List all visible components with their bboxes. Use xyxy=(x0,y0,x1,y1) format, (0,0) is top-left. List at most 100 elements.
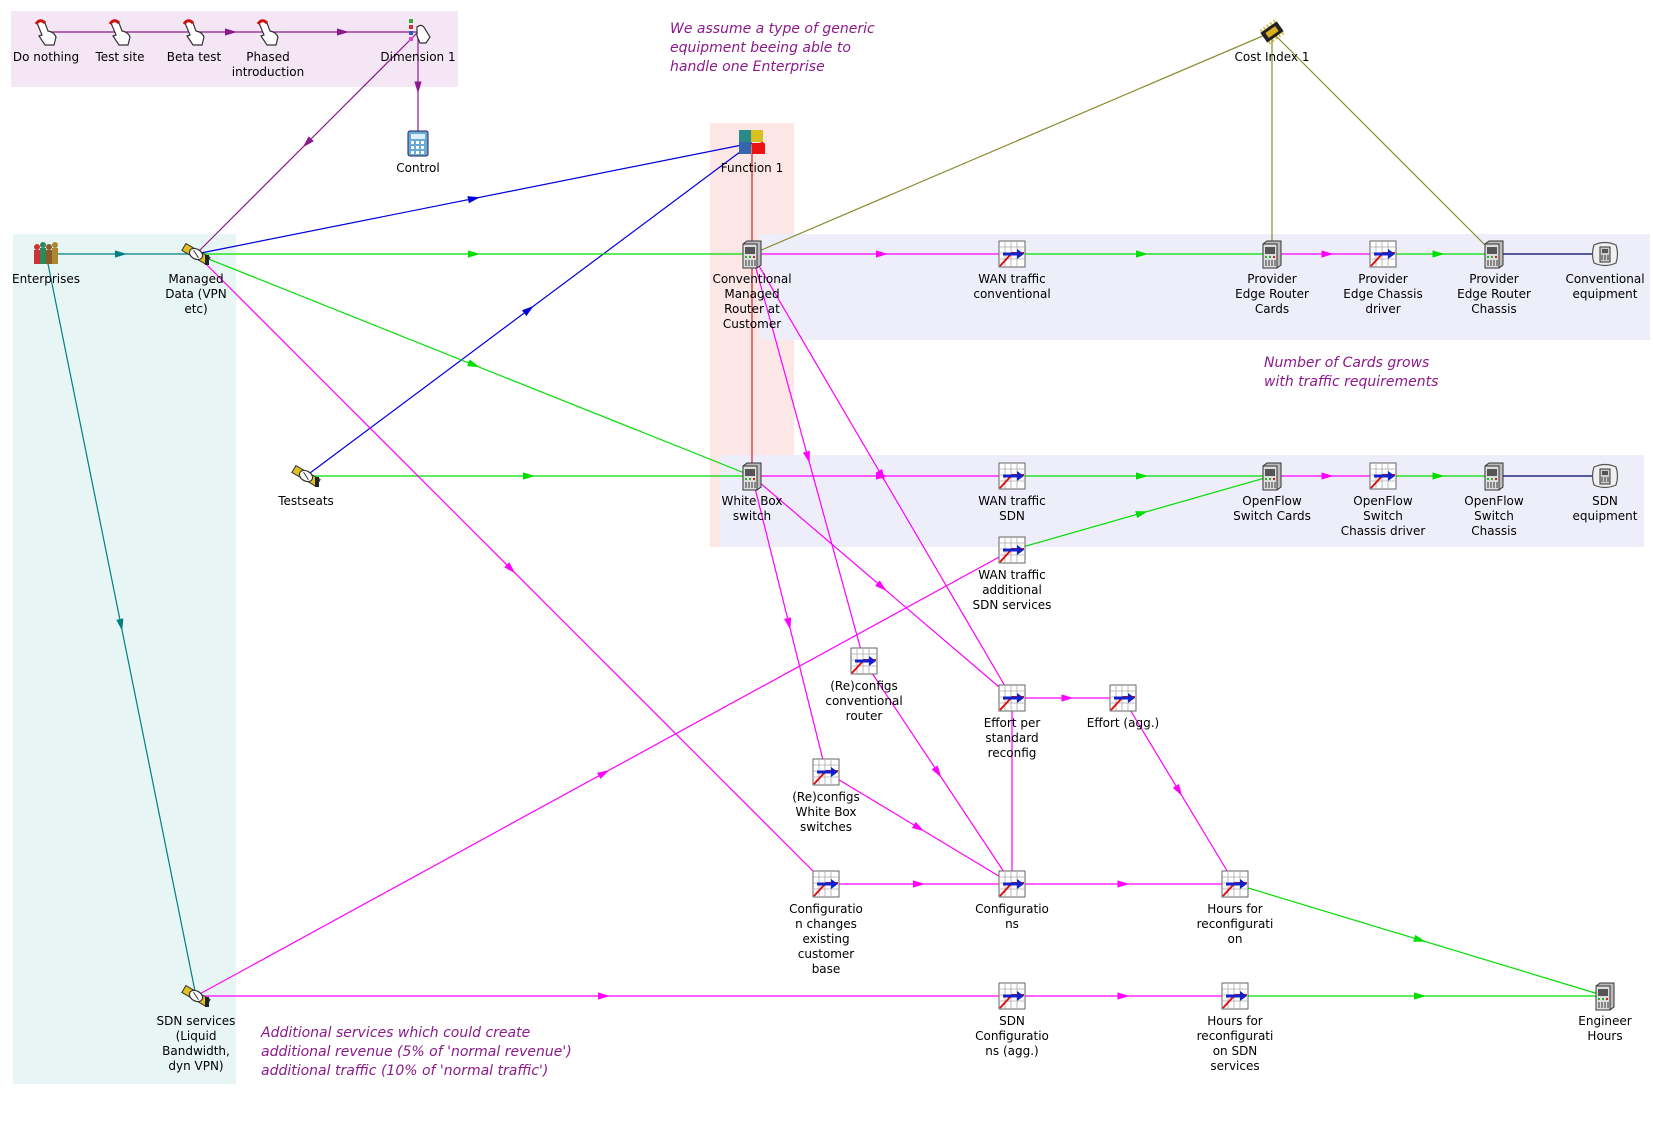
edge-arrowhead xyxy=(802,450,810,464)
node-label: Hours for reconfigurati on SDN services xyxy=(1196,1014,1274,1073)
node-label: WAN traffic SDN xyxy=(978,494,1046,523)
edge-arrowhead xyxy=(1321,250,1334,258)
edge-arrowhead xyxy=(1135,511,1148,519)
node-label: Conventional equipment xyxy=(1565,272,1645,301)
node-testseats[interactable]: Testseats xyxy=(246,461,366,509)
node-label: Provider Edge Chassis driver xyxy=(1343,272,1423,316)
edge-arrowhead xyxy=(1136,472,1148,480)
node-beta-test[interactable]: Beta test xyxy=(134,17,254,65)
node-label: WAN traffic conventional xyxy=(973,272,1051,301)
node-label: Provider Edge Router Chassis xyxy=(1457,272,1531,316)
node-white-box[interactable]: White Box switch xyxy=(692,461,812,524)
node-sdn-services[interactable]: SDN services (Liquid Bandwidth, dyn VPN) xyxy=(136,981,256,1074)
node-reconf-conv[interactable]: (Re)configs conventional router xyxy=(804,646,924,724)
edge-arrowhead xyxy=(468,250,480,258)
edge-cost-index-to-pe-chassis xyxy=(1271,31,1495,255)
node-label: Beta test xyxy=(166,50,222,64)
edge-arrowhead xyxy=(913,880,925,888)
node-of-driver[interactable]: OpenFlow Switch Chassis driver xyxy=(1323,461,1443,539)
note-generic-equipment: We assume a type of generic equipment be… xyxy=(670,21,875,75)
edge-arrowhead xyxy=(522,305,534,316)
chart-arrow-icon xyxy=(952,239,1072,269)
node-sdn-config-agg[interactable]: SDN Configuratio ns (agg.) xyxy=(952,981,1072,1059)
node-label: Hours for reconfigurati on xyxy=(1196,902,1274,946)
node-effort-agg[interactable]: Effort (agg.) xyxy=(1063,683,1183,731)
equipment-rack-icon xyxy=(1545,981,1653,1011)
equipment-rack-icon xyxy=(1434,461,1554,491)
chart-arrow-icon xyxy=(952,981,1072,1011)
chart-arrow-icon xyxy=(1175,869,1295,899)
node-label: Function 1 xyxy=(720,161,784,175)
node-wan-sdn[interactable]: WAN traffic SDN xyxy=(952,461,1072,524)
chart-arrow-icon xyxy=(1175,981,1295,1011)
node-label: Do nothing xyxy=(12,50,80,64)
node-wan-add[interactable]: WAN traffic additional SDN services xyxy=(952,535,1072,613)
node-wan-conv[interactable]: WAN traffic conventional xyxy=(952,239,1072,302)
edge-cost-index-to-conv-router xyxy=(751,31,1273,255)
edge-arrowhead xyxy=(1117,880,1130,888)
edge-arrowhead xyxy=(1172,784,1183,797)
node-do-nothing[interactable]: Do nothing xyxy=(0,17,106,65)
node-hours-sdn[interactable]: Hours for reconfigurati on SDN services xyxy=(1175,981,1295,1074)
handshake-icon xyxy=(136,981,256,1011)
node-of-chassis[interactable]: OpenFlow Switch Chassis xyxy=(1434,461,1554,539)
node-label: OpenFlow Switch Chassis xyxy=(1464,494,1524,538)
handshake-icon xyxy=(246,461,366,491)
pointing-hand-icon xyxy=(60,17,180,47)
node-label: Testseats xyxy=(278,494,334,508)
node-pe-cards[interactable]: Provider Edge Router Cards xyxy=(1212,239,1332,317)
node-reconf-wb[interactable]: (Re)configs White Box switches xyxy=(766,757,886,835)
node-managed-data[interactable]: Managed Data (VPN etc) xyxy=(136,239,256,317)
note-additional-services: Additional services which could create a… xyxy=(261,1025,572,1079)
edge-arrowhead xyxy=(467,196,480,204)
equipment-rack-icon xyxy=(1434,239,1554,269)
node-of-cards[interactable]: OpenFlow Switch Cards xyxy=(1212,461,1332,524)
edge-arrowhead xyxy=(523,472,535,480)
node-label: White Box switch xyxy=(721,494,783,523)
node-test-site[interactable]: Test site xyxy=(60,17,180,65)
node-label: Conventional Managed Router at Customer xyxy=(712,272,792,331)
chip-icon xyxy=(1212,17,1332,47)
edge-arrowhead xyxy=(597,770,610,780)
market-region xyxy=(13,234,236,1084)
node-label: SDN Configuratio ns (agg.) xyxy=(975,1014,1049,1058)
node-function1[interactable]: Function 1 xyxy=(692,128,812,176)
node-enterprises[interactable]: Enterprises xyxy=(0,239,106,287)
chart-arrow-icon xyxy=(952,869,1072,899)
node-configurations[interactable]: Configuratio ns xyxy=(952,869,1072,932)
edge-arrowhead xyxy=(115,250,127,258)
node-label: Engineer Hours xyxy=(1578,1014,1632,1043)
node-label: Provider Edge Router Cards xyxy=(1235,272,1309,316)
node-label: SDN services (Liquid Bandwidth, dyn VPN) xyxy=(156,1014,236,1073)
node-effort-std[interactable]: Effort per standard reconfig xyxy=(952,683,1072,761)
node-config-changes[interactable]: Configuratio n changes existing customer… xyxy=(766,869,886,977)
node-label: Dimension 1 xyxy=(380,50,456,64)
node-pe-driver[interactable]: Provider Edge Chassis driver xyxy=(1323,239,1443,317)
node-label: WAN traffic additional SDN services xyxy=(972,568,1052,612)
node-conv-equip[interactable]: Conventional equipment xyxy=(1545,239,1653,302)
scenario-region xyxy=(11,11,458,87)
node-label: Effort (agg.) xyxy=(1086,716,1160,730)
chart-arrow-icon xyxy=(766,869,886,899)
edge-arrowhead xyxy=(116,618,124,631)
node-dimension1[interactable]: Dimension 1 xyxy=(358,17,478,65)
node-label: Test site xyxy=(95,50,145,64)
node-engineer-hours[interactable]: Engineer Hours xyxy=(1545,981,1653,1044)
node-cost-index[interactable]: Cost Index 1 xyxy=(1212,17,1332,65)
equipment-rack-icon xyxy=(692,239,812,269)
equipment-rack-icon xyxy=(1212,461,1332,491)
node-sdn-equip[interactable]: SDN equipment xyxy=(1545,461,1653,524)
edge-arrowhead xyxy=(1136,250,1148,258)
node-phased[interactable]: Phased introduction xyxy=(208,17,328,80)
node-label: Enterprises xyxy=(12,272,80,286)
node-conv-router[interactable]: Conventional Managed Router at Customer xyxy=(692,239,812,332)
dimension-hand-icon xyxy=(358,17,478,47)
edge-arrowhead xyxy=(414,81,422,94)
calculator-icon xyxy=(358,128,478,158)
node-control[interactable]: Control xyxy=(358,128,478,176)
edge-arrowhead xyxy=(784,617,792,630)
node-hours-reconf[interactable]: Hours for reconfigurati on xyxy=(1175,869,1295,947)
chart-arrow-icon xyxy=(766,757,886,787)
edge-arrowhead xyxy=(1414,992,1426,1000)
node-pe-chassis[interactable]: Provider Edge Router Chassis xyxy=(1434,239,1554,317)
